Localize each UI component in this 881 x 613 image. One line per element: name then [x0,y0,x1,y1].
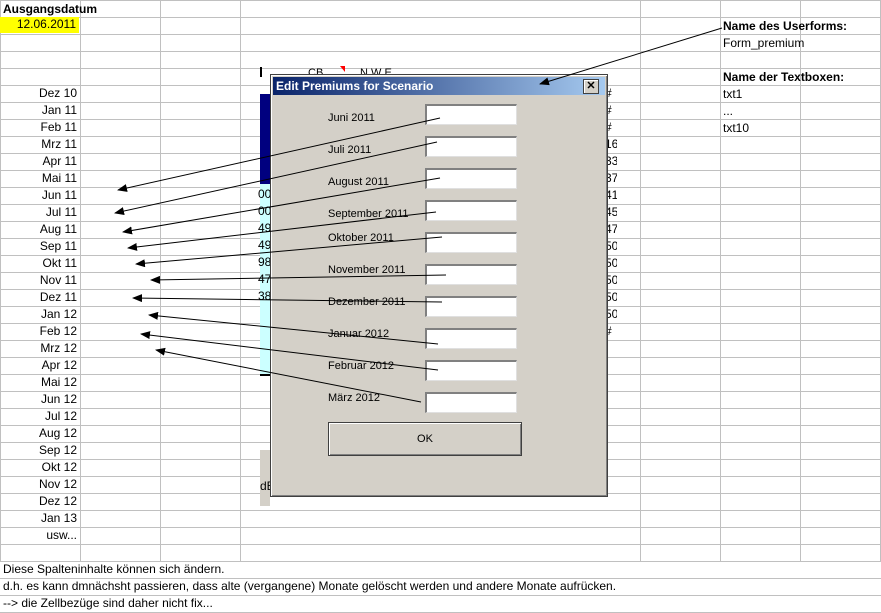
month-cell[interactable]: Feb 11 [40,120,77,134]
month-cell[interactable]: Nov 11 [39,273,77,287]
fragment-right-cell: 50 [605,307,617,321]
month-cell[interactable]: Jul 11 [45,205,77,219]
month-cell[interactable]: Okt 12 [41,460,77,474]
fragment-left-cell: 98 [258,255,270,269]
note-line-2: d.h. es kann dmnächsht passieren, dass a… [3,579,617,593]
fragment-left-cell: 47 [258,272,270,286]
premium-textbox-1[interactable] [425,104,517,125]
fragment-right-cell: 16 [605,137,617,151]
fragment-right-cell: 50 [605,273,617,287]
month-cell[interactable]: Jun 12 [40,392,77,406]
month-cell[interactable]: usw... [46,528,77,542]
fragment-left-cell: 49 [258,238,270,252]
premium-textbox-9[interactable] [425,360,517,381]
fragment-right-cell: 33 [605,154,617,168]
premium-textbox-8[interactable] [425,328,517,349]
month-cell[interactable]: Okt 11 [42,256,77,270]
month-cell[interactable]: Mai 11 [41,171,77,185]
fragment-right-cell: # [605,120,612,134]
fragment-grey-block [260,450,270,506]
dialog-title: Edit Premiums for Scenario [276,79,434,93]
month-cell[interactable]: Sep 11 [39,239,77,253]
month-cell[interactable]: Feb 12 [39,324,77,338]
premium-textbox-7[interactable] [425,296,517,317]
month-cell[interactable]: Jun 11 [41,188,77,202]
userform-heading: Name des Userforms: [723,19,848,33]
note-line-1: Diese Spalteninhalte können sich ändern. [3,562,225,576]
fragment-right-cell: # [605,324,612,338]
start-date-value[interactable]: 12.06.2011 [16,17,76,31]
month-cell[interactable]: Dez 10 [38,86,77,100]
note-line-3: --> die Zellbezüge sind daher nicht fix.… [3,596,213,610]
field-label: Februar 2012 [328,360,395,372]
month-cell[interactable]: Dez 11 [39,290,77,304]
fragment-right-cell: 37 [605,171,617,185]
fragment-right-cell: 47 [605,222,617,236]
fragment-right-cell: 50 [605,239,617,253]
fragment-left-cell: 38 [258,289,270,303]
textbox-ellipsis: ... [723,104,734,118]
premium-textbox-5[interactable] [425,232,517,253]
month-cell[interactable]: Jan 12 [40,307,77,321]
field-label: November 2011 [328,264,406,276]
month-cell[interactable]: Nov 12 [38,477,77,491]
premium-textbox-6[interactable] [425,264,517,285]
fragment-left-cell: 00 [258,204,270,218]
month-cell[interactable]: Jan 11 [41,103,77,117]
month-cell[interactable]: Dez 12 [38,494,77,508]
month-cell[interactable]: Apr 11 [42,154,77,168]
month-cell[interactable]: Apr 12 [41,358,77,372]
fragment-rule [260,374,270,376]
field-label: Juni 2011 [328,112,375,124]
textbox-heading: Name der Textboxen: [723,70,845,84]
close-icon: ✕ [586,80,596,92]
month-cell[interactable]: Aug 11 [39,222,77,236]
start-date-highlight[interactable] [0,17,79,33]
field-label: Dezember 2011 [328,296,406,308]
header-ausgangsdatum: Ausgangsdatum [3,2,98,16]
userform-name: Form_premium [723,36,805,50]
dialog-title-bar[interactable]: Edit Premiums for Scenario ✕ [273,77,605,95]
fragment-right-cell: 50 [605,256,617,270]
premium-textbox-10[interactable] [425,392,517,413]
fragment-left-cell: 00 [258,187,270,201]
field-label: Juli 2011 [328,144,372,156]
premium-textbox-2[interactable] [425,136,517,157]
premium-textbox-4[interactable] [425,200,517,221]
month-cell[interactable]: Aug 12 [38,426,77,440]
comment-indicator [340,66,345,72]
ok-button[interactable]: OK [328,422,522,456]
month-cell[interactable]: Mai 12 [40,375,77,389]
month-cell[interactable]: Sep 12 [38,443,77,457]
field-label: August 2011 [328,176,389,188]
fragment-left-cell: 49 [258,221,270,235]
month-cell[interactable]: Jan 13 [40,511,77,525]
fragment-right-cell: 45 [605,205,617,219]
field-label: März 2012 [328,392,380,404]
fragment-dark-block [260,94,270,184]
textbox-last: txt10 [723,121,750,135]
textbox-first: txt1 [723,87,743,101]
fragment-right-cell: # [605,103,612,117]
field-label: Oktober 2011 [328,232,394,244]
fragment-right-cell: # [605,86,612,100]
field-label: Januar 2012 [328,328,390,340]
close-button[interactable]: ✕ [583,79,599,94]
month-cell[interactable]: Jul 12 [44,409,77,423]
month-cell[interactable]: Mrz 11 [41,137,77,151]
fragment-right-cell: 50 [605,290,617,304]
premium-textbox-3[interactable] [425,168,517,189]
field-label: September 2011 [328,208,409,220]
fragment-divider [260,67,262,77]
fragment-right-cell: 41 [605,188,617,202]
month-cell[interactable]: Mrz 12 [40,341,77,355]
